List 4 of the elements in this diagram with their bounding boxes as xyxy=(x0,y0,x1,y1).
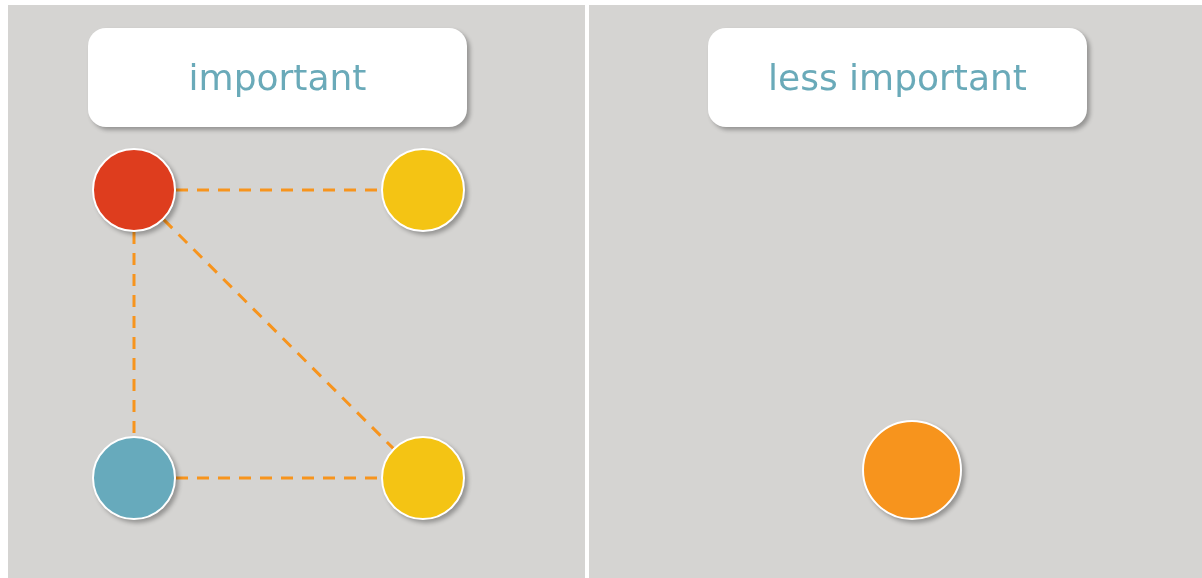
dashed-line xyxy=(162,218,395,450)
heading-label: less important xyxy=(708,28,1087,127)
heading-label: important xyxy=(88,28,467,127)
dashed-line xyxy=(132,232,136,436)
